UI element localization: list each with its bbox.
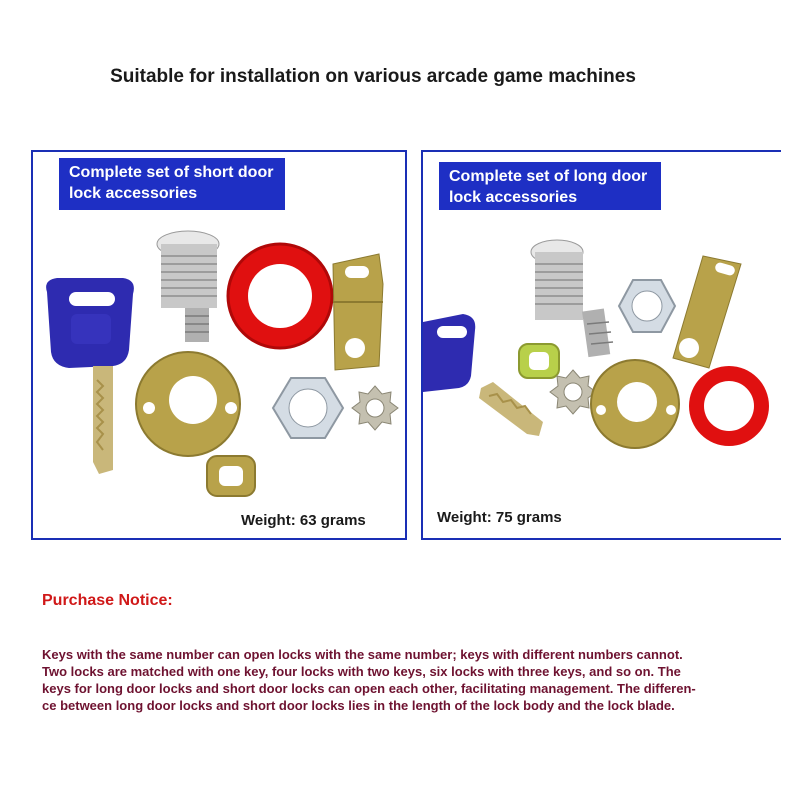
brass-washer-icon [135,351,241,457]
short-lock-panel: Complete set of short door lock accessor… [31,150,407,540]
notice-line: Keys with the same number can open locks… [42,647,683,662]
cam-blade-icon [672,255,742,369]
cam-blade-icon [332,253,384,371]
notice-line: Two locks are matched with one key, four… [42,664,681,679]
hex-nut-icon [271,377,345,439]
small-square-washer-icon [518,343,560,379]
brass-washer-icon [590,359,680,449]
page-headline: Suitable for installation on various arc… [110,66,636,87]
notice-line: keys for long door locks and short door … [42,681,696,696]
long-lock-label: Complete set of long door lock accessori… [439,162,661,210]
purchase-notice-body: Keys with the same number can open locks… [42,646,760,714]
red-washer-icon [689,366,769,446]
short-lock-weight: Weight: 63 grams [241,512,366,529]
star-lock-nut-icon [351,385,399,431]
hex-nut-icon [617,279,677,333]
notice-line: ce between long door locks and short doo… [42,698,675,713]
star-lock-nut-icon [549,369,597,415]
short-lock-photo [46,230,399,497]
purchase-notice-title: Purchase Notice: [42,592,173,609]
long-lock-photo [423,239,769,449]
long-lock-panel: Complete set of long door lock accessori… [421,150,781,540]
key-icon [423,314,543,436]
lock-cylinder-icon [530,239,614,358]
red-washer-icon [226,242,334,350]
key-icon [46,278,134,474]
short-lock-label: Complete set of short door lock accessor… [59,158,285,210]
lock-cylinder-icon [156,230,220,342]
long-lock-weight: Weight: 75 grams [437,509,562,526]
small-square-washer-icon [206,455,256,497]
